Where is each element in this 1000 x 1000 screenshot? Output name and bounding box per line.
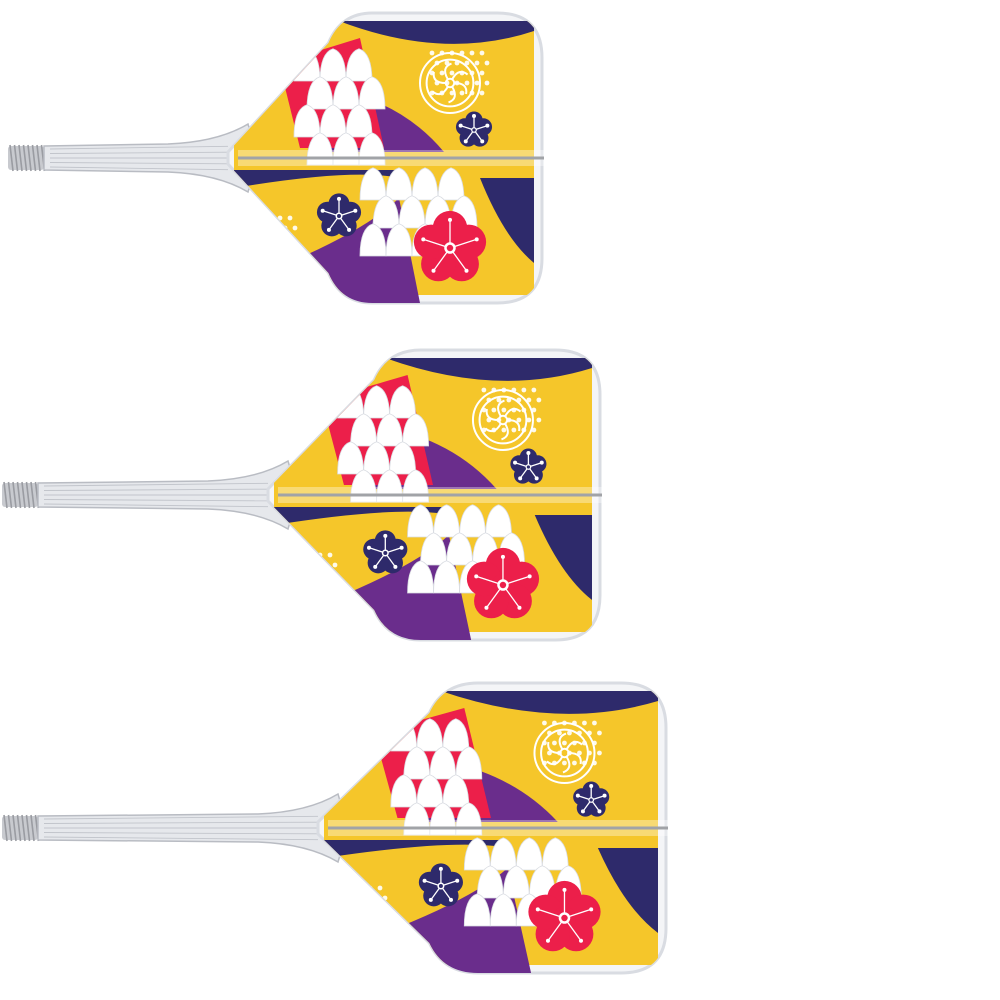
navy-wave-right — [480, 178, 534, 263]
crest-emblem — [471, 389, 534, 451]
flight — [266, 348, 602, 642]
navy-wave-right — [534, 515, 592, 600]
navy-wave-mid — [274, 507, 449, 525]
flight — [316, 681, 668, 975]
flight-spine-gloss — [328, 820, 668, 836]
navy-wave-right — [597, 848, 658, 933]
navy-wave-top — [440, 691, 658, 714]
shaft — [2, 459, 299, 531]
shaft-thread — [8, 144, 46, 172]
dart-long-shaft — [2, 681, 668, 975]
navy-wave-top — [385, 358, 592, 381]
navy-wave-mid — [234, 170, 399, 188]
crest-emblem — [533, 722, 596, 784]
navy-wave-mid — [324, 840, 508, 858]
shaft — [8, 122, 259, 194]
flight-spine-gloss — [278, 487, 602, 503]
navy-blossom-left — [363, 530, 408, 574]
dart-medium-shaft — [2, 348, 602, 642]
crest-emblem — [419, 52, 481, 114]
red-blossom — [413, 210, 487, 282]
navy-wave-top — [339, 21, 534, 44]
navy-blossom-small — [455, 111, 493, 147]
dart-short-shaft — [8, 11, 544, 305]
shaft-thread — [2, 814, 40, 842]
flight-spine-gloss — [238, 150, 544, 166]
red-blossom — [466, 547, 540, 619]
navy-blossom-left — [418, 863, 463, 907]
shaft — [2, 792, 349, 864]
flight — [226, 11, 544, 305]
red-blossom — [528, 880, 601, 952]
shaft-thread — [2, 481, 40, 509]
navy-blossom-small — [510, 448, 547, 484]
navy-blossom-small — [573, 781, 610, 817]
navy-blossom-left — [316, 193, 362, 237]
